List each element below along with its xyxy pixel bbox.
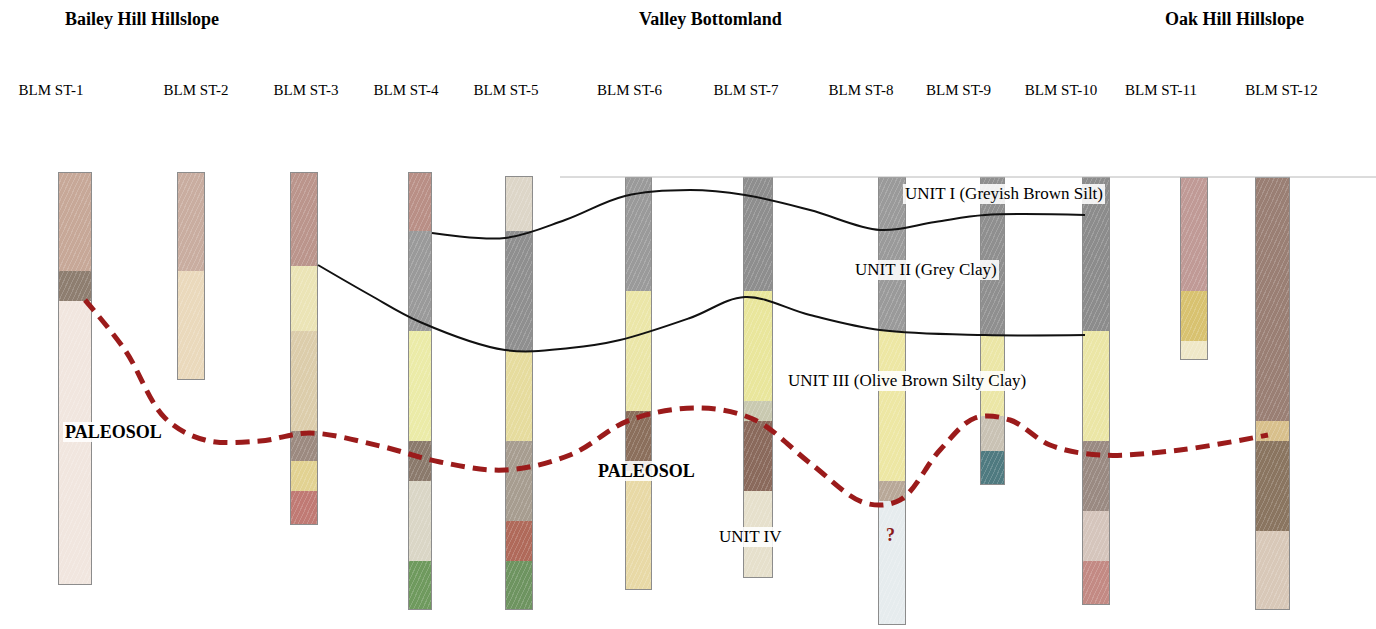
core-column [981, 178, 1004, 484]
core-label: BLM ST-12 [1245, 81, 1317, 99]
soil-layer [879, 178, 905, 331]
soil-layer [1181, 341, 1207, 359]
core-column [506, 177, 532, 609]
soil-layer [291, 331, 317, 431]
soil-layer [1181, 291, 1207, 341]
soil-core: BLM ST-8 [878, 177, 906, 625]
soil-layer [879, 331, 905, 481]
soil-layer [1256, 421, 1289, 441]
core-label: BLM ST-5 [474, 81, 539, 99]
soil-layer [409, 441, 431, 481]
soil-core: BLM ST-9 [980, 177, 1005, 485]
soil-layer [1256, 531, 1289, 609]
soil-layer [409, 231, 431, 331]
core-label: BLM ST-7 [714, 81, 779, 99]
soil-layer [291, 461, 317, 491]
soil-layer [59, 271, 91, 301]
core-column [1181, 178, 1207, 359]
soil-layer [1083, 331, 1109, 441]
core-column [879, 178, 905, 624]
unit-label: UNIT II (Grey Clay) [853, 260, 999, 280]
core-label: BLM ST-4 [374, 81, 439, 99]
soil-core: BLM ST-4 [408, 172, 432, 610]
core-column [744, 178, 772, 577]
region-heading: Valley Bottomland [637, 9, 784, 29]
core-column [1256, 178, 1289, 609]
soil-layer [291, 173, 317, 266]
core-label: BLM ST-10 [1025, 81, 1097, 99]
soil-layer [409, 481, 431, 561]
soil-layer [178, 271, 204, 379]
soil-core: BLM ST-3 [290, 172, 318, 525]
soil-layer [626, 291, 651, 411]
core-column [1083, 178, 1109, 604]
soil-layer [506, 177, 532, 231]
soil-layer [291, 266, 317, 331]
core-label: BLM ST-11 [1125, 81, 1197, 99]
core-label: BLM ST-8 [829, 81, 894, 99]
soil-layer [744, 178, 772, 291]
paleosol-label: PALEOSOL [63, 422, 164, 442]
soil-layer [291, 431, 317, 461]
soil-layer [506, 561, 532, 609]
soil-layer [409, 173, 431, 231]
soil-core: BLM ST-5 [505, 176, 533, 610]
soil-layer [59, 301, 91, 584]
soil-layer [409, 561, 431, 609]
soil-layer [1256, 178, 1289, 421]
soil-core: BLM ST-6 [625, 177, 652, 590]
soil-layer [506, 441, 532, 521]
query-mark: ? [884, 525, 897, 545]
soil-layer [1083, 441, 1109, 511]
soil-layer [1083, 561, 1109, 604]
unit-label: UNIT I (Greyish Brown Silt) [903, 184, 1105, 204]
sheet-edge [560, 177, 1376, 178]
soil-layer [744, 401, 772, 421]
soil-layer [626, 178, 651, 291]
soil-layer [744, 291, 772, 401]
soil-layer [59, 173, 91, 271]
soil-layer [626, 471, 651, 589]
unit-label: UNIT IV [717, 527, 783, 547]
core-column [409, 173, 431, 609]
core-column [626, 178, 651, 589]
core-label: BLM ST-9 [926, 81, 991, 99]
soil-core: BLM ST-11 [1180, 177, 1208, 360]
core-label: BLM ST-3 [274, 81, 339, 99]
core-column [59, 173, 91, 584]
core-label: BLM ST-1 [19, 81, 84, 99]
core-column [178, 173, 204, 379]
paleosol-label: PALEOSOL [596, 461, 697, 481]
soil-core: BLM ST-2 [177, 172, 205, 380]
region-heading: Oak Hill Hillslope [1163, 9, 1306, 29]
soil-layer [1181, 178, 1207, 291]
soil-layer [981, 416, 1004, 451]
soil-layer [506, 231, 532, 351]
soil-layer [506, 521, 532, 561]
soil-layer [178, 173, 204, 271]
soil-layer [1256, 441, 1289, 531]
unit-label: UNIT III (Olive Brown Silty Clay) [786, 371, 1028, 391]
soil-layer [291, 491, 317, 524]
soil-core: BLM ST-7 [743, 177, 773, 578]
soil-layer [506, 351, 532, 441]
soil-layer [1083, 511, 1109, 561]
soil-layer [744, 421, 772, 491]
soil-layer [981, 451, 1004, 484]
region-heading: Bailey Hill Hillslope [63, 9, 221, 29]
soil-core: BLM ST-10 [1082, 177, 1110, 605]
soil-core: BLM ST-1 [58, 172, 92, 585]
soil-layer [879, 501, 905, 624]
soil-layer [409, 331, 431, 441]
soil-layer [879, 481, 905, 501]
core-label: BLM ST-6 [597, 81, 662, 99]
core-label: BLM ST-2 [164, 81, 229, 99]
soil-core: BLM ST-12 [1255, 177, 1290, 610]
core-column [291, 173, 317, 524]
